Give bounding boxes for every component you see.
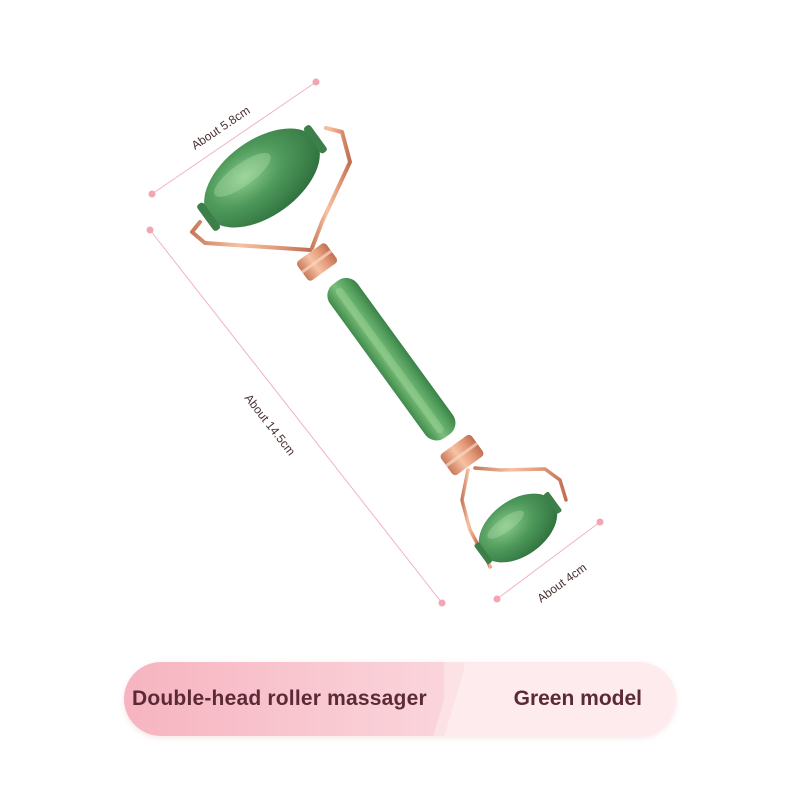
small-jade-roller [474,492,562,564]
variant-banner: Double-head roller massager Green model [124,662,676,736]
top-collar [296,243,338,281]
jade-handle [327,277,456,441]
banner-left-panel: Double-head roller massager [124,662,464,736]
large-roller-frame [190,126,352,252]
large-jade-roller [197,125,327,231]
model-name: Green model [513,687,642,710]
banner-right-panel [444,662,676,736]
product-name: Double-head roller massager [132,687,427,710]
dimension-length: About 14.5cm [146,226,446,607]
bottom-collar [440,434,484,476]
dimension-small-width-label: About 4cm [535,560,590,605]
dimension-length-label: About 14.5cm [242,391,299,458]
